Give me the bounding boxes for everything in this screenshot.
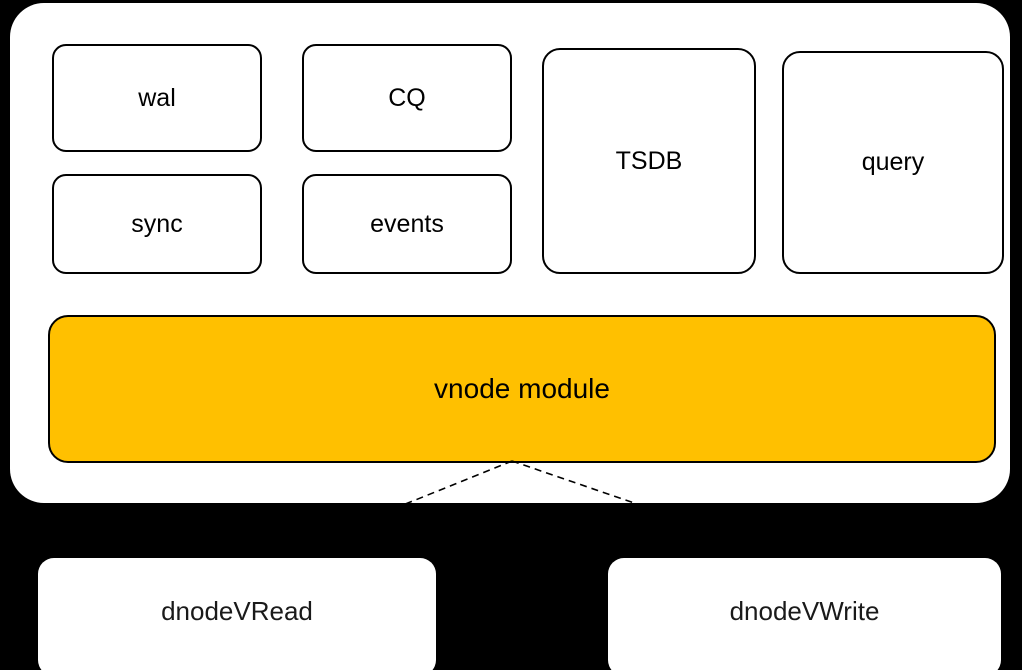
module-box-wal[interactable]: wal (52, 44, 262, 152)
module-label-query: query (861, 148, 925, 176)
vnode-container: wal CQ TSDB query sync events vnode modu… (10, 3, 1010, 503)
vnode-module-label: vnode module (434, 373, 610, 404)
dnode-vwrite-box[interactable]: dnodeVWrite (608, 558, 1001, 670)
module-box-cq[interactable]: CQ (302, 44, 512, 152)
dnode-vread-label: dnodeVRead (161, 596, 313, 626)
module-box-tsdb[interactable]: TSDB (542, 48, 756, 274)
module-label-tsdb: TSDB (615, 146, 683, 175)
module-label-wal: wal (138, 83, 176, 112)
module-box-events[interactable]: events (302, 174, 512, 274)
module-label-events: events (370, 209, 444, 238)
module-label-cq: CQ (388, 83, 426, 112)
vnode-module-bar[interactable]: vnode module (48, 315, 996, 463)
module-box-query[interactable]: query (782, 51, 1004, 274)
module-label-sync: sync (131, 209, 183, 238)
module-box-sync[interactable]: sync (52, 174, 262, 274)
dnode-vwrite-label: dnodeVWrite (729, 596, 880, 626)
dnode-vread-box[interactable]: dnodeVRead (38, 558, 436, 670)
